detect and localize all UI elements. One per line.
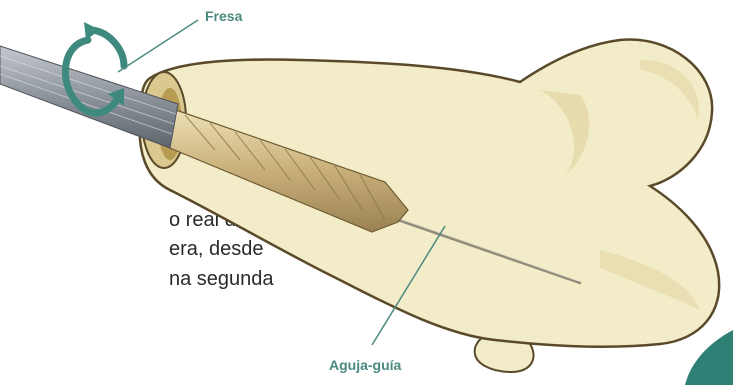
reamer-shaft — [0, 46, 178, 148]
femur-bone — [140, 40, 719, 372]
reamer-label: Fresa — [205, 8, 242, 24]
rotation-arrow-head-top — [84, 22, 100, 40]
femur-shaft — [140, 40, 719, 347]
corner-accent — [685, 330, 733, 385]
guide-wire-label: Aguja-guía — [329, 357, 401, 373]
reamer-leader-line — [118, 20, 198, 72]
